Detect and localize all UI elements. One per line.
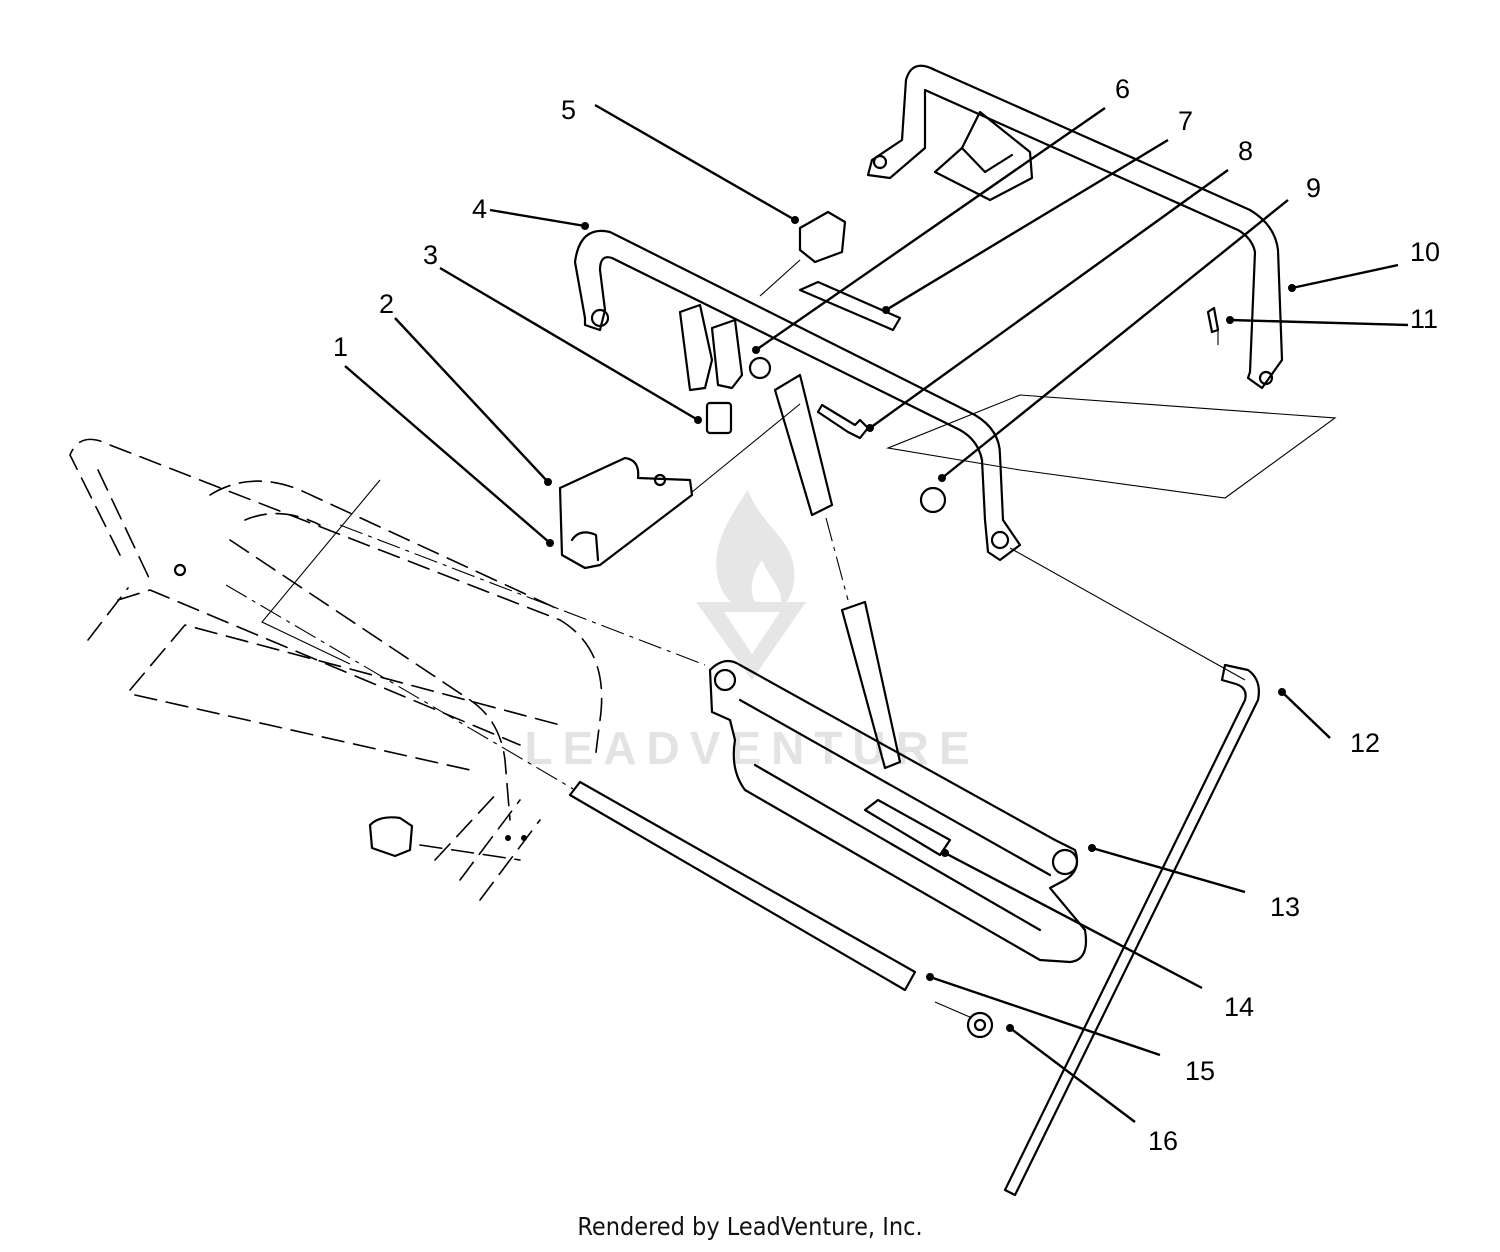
leader-6: [755, 107, 1106, 351]
leader-12: [1281, 691, 1331, 739]
leader-3: [439, 266, 699, 422]
callout-13: 13: [1270, 892, 1300, 922]
callout-11: 11: [1410, 304, 1438, 334]
callout-5: 5: [561, 95, 576, 125]
leader-4: [489, 208, 586, 228]
watermark-text: LEADVENTURE: [524, 722, 979, 774]
callout-9: 9: [1306, 173, 1321, 203]
footer-credit: Rendered by LeadVenture, Inc.: [577, 1212, 923, 1241]
callout-12: 12: [1350, 728, 1380, 758]
leader-13: [1091, 846, 1246, 894]
callout-8: 8: [1238, 136, 1253, 166]
leader-11: [1229, 318, 1409, 327]
assembly-guides: [225, 259, 1337, 1019]
leader-2: [394, 317, 549, 483]
leader-9: [941, 199, 1289, 479]
leader-10: [1291, 263, 1399, 290]
leader-8: [869, 169, 1229, 429]
flame-watermark-icon: [716, 490, 795, 610]
callout-6: 6: [1115, 74, 1130, 104]
v-watermark-icon: [696, 602, 806, 680]
callout-1: 1: [333, 332, 348, 362]
callout-14: 14: [1224, 992, 1254, 1022]
leader-15: [929, 975, 1161, 1057]
callout-10: 10: [1410, 237, 1440, 267]
leader-16: [1009, 1027, 1136, 1123]
callout-7: 7: [1178, 106, 1193, 136]
callout-labels: 1 2 3 4 5 6 7 8 9 10 11 12 13 14 15 16: [333, 74, 1440, 1156]
callout-4: 4: [472, 194, 487, 224]
leader-7: [885, 138, 1169, 312]
leader-lines: [344, 103, 1409, 1123]
existing-frame-ghost: [69, 438, 603, 901]
leader-1: [344, 365, 551, 544]
leader-5: [594, 103, 796, 222]
callout-15: 15: [1185, 1056, 1215, 1086]
parts-illustration: [368, 64, 1284, 1197]
callout-3: 3: [423, 240, 438, 270]
callout-2: 2: [379, 289, 394, 319]
leader-14: [944, 851, 1203, 990]
callout-16: 16: [1148, 1126, 1178, 1156]
